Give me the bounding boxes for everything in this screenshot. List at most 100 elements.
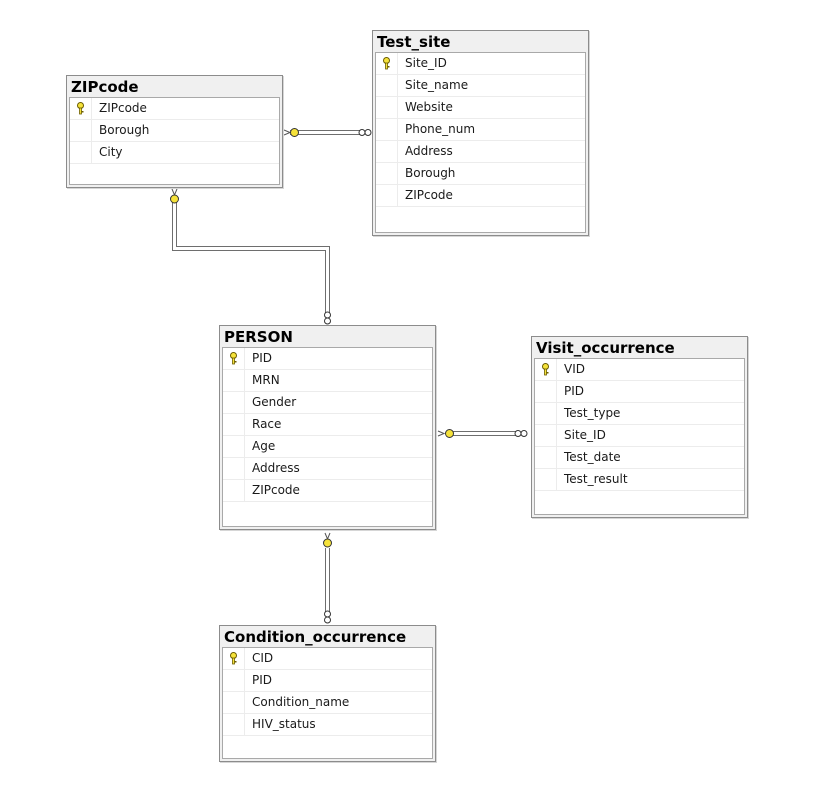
row-selector — [70, 98, 92, 119]
many-end-infinity-icon — [514, 430, 522, 437]
column-name: Address — [252, 461, 300, 475]
column-row[interactable]: ZIPcode — [70, 98, 279, 120]
column-name: Condition_name — [252, 695, 350, 709]
column-name: Phone_num — [405, 122, 476, 136]
table-condition-occurrence[interactable]: Condition_occurrence CID PID Condition_n… — [219, 625, 436, 762]
primary-key-icon — [383, 57, 390, 70]
relationship-zipcode-testsite[interactable] — [283, 128, 372, 137]
row-selector — [223, 436, 245, 457]
column-name: Borough — [405, 166, 456, 180]
primary-key-icon — [542, 363, 549, 376]
column-name: Address — [405, 144, 453, 158]
column-name: ZIPcode — [405, 188, 453, 202]
column-row[interactable]: PID — [223, 670, 432, 692]
column-row[interactable]: Site_ID — [535, 425, 744, 447]
one-end-key-icon — [290, 128, 299, 137]
row-selector — [223, 670, 245, 691]
table-title: Test_site — [377, 33, 451, 51]
row-selector — [535, 425, 557, 446]
column-name: Race — [252, 417, 282, 431]
column-name: ZIPcode — [252, 483, 300, 497]
row-selector — [223, 692, 245, 713]
table-title: ZIPcode — [71, 78, 139, 96]
column-row[interactable]: Borough — [376, 163, 585, 185]
column-row[interactable]: ZIPcode — [223, 480, 432, 502]
primary-key-icon — [230, 352, 237, 365]
table-person[interactable]: PERSON PID MRN Gender Race Age Address Z… — [219, 325, 436, 530]
column-name: Borough — [99, 123, 150, 137]
relationship-person-condition[interactable] — [323, 532, 332, 624]
column-name: Age — [252, 439, 276, 453]
one-end-key-icon — [323, 538, 332, 548]
many-end-infinity-icon — [520, 430, 528, 437]
table-zipcode[interactable]: ZIPcode ZIPcode Borough City — [66, 75, 283, 188]
column-name: Test_type — [564, 406, 621, 420]
column-row[interactable]: Condition_name — [223, 692, 432, 714]
column-name: PID — [564, 384, 585, 398]
row-selector — [535, 447, 557, 468]
row-selector — [223, 648, 245, 669]
one-end-key-icon — [170, 194, 179, 204]
column-name: ZIPcode — [99, 101, 147, 115]
table-test-site[interactable]: Test_site Site_ID Site_name Website Phon… — [372, 30, 589, 236]
column-name: Test_result — [564, 472, 628, 486]
column-row[interactable]: VID — [535, 359, 744, 381]
relationship-zipcode-person[interactable] — [170, 188, 331, 325]
many-end-infinity-icon — [324, 616, 331, 624]
row-selector — [376, 185, 398, 206]
column-row[interactable]: Address — [223, 458, 432, 480]
column-name: Gender — [252, 395, 297, 409]
column-row[interactable]: MRN — [223, 370, 432, 392]
row-selector — [535, 403, 557, 424]
row-selector — [70, 142, 92, 163]
column-row[interactable]: Site_name — [376, 75, 585, 97]
column-row[interactable]: Website — [376, 97, 585, 119]
column-row[interactable]: PID — [535, 381, 744, 403]
row-selector — [376, 119, 398, 140]
column-name: CID — [252, 651, 274, 665]
column-name: VID — [564, 362, 585, 376]
table-title: PERSON — [224, 328, 293, 346]
many-end-infinity-icon — [324, 317, 331, 325]
column-name: Site_name — [405, 78, 469, 92]
table-visit-occurrence[interactable]: Visit_occurrence VID PID Test_type Site_… — [531, 336, 748, 518]
row-selector — [376, 141, 398, 162]
row-selector — [223, 348, 245, 369]
column-row[interactable]: ZIPcode — [376, 185, 585, 207]
column-row[interactable]: Site_ID — [376, 53, 585, 75]
column-name: Site_ID — [405, 56, 447, 70]
row-selector — [223, 714, 245, 735]
column-name: Website — [405, 100, 453, 114]
column-list: VID PID Test_type Site_ID Test_date Test… — [534, 358, 745, 515]
primary-key-icon — [77, 102, 84, 115]
column-row[interactable]: City — [70, 142, 279, 164]
column-list: ZIPcode Borough City — [69, 97, 280, 185]
column-name: City — [99, 145, 123, 159]
column-row[interactable]: Test_result — [535, 469, 744, 491]
column-name: Site_ID — [564, 428, 606, 442]
column-row[interactable]: Borough — [70, 120, 279, 142]
column-row[interactable]: Phone_num — [376, 119, 585, 141]
relationship-person-visit[interactable] — [437, 429, 528, 438]
many-end-infinity-icon — [324, 610, 331, 618]
many-end-infinity-icon — [358, 129, 366, 136]
column-list: PID MRN Gender Race Age Address ZIPcode — [222, 347, 433, 527]
column-row[interactable]: Address — [376, 141, 585, 163]
column-row[interactable]: CID — [223, 648, 432, 670]
column-row[interactable]: Race — [223, 414, 432, 436]
column-row[interactable]: Test_type — [535, 403, 744, 425]
many-end-infinity-icon — [364, 129, 372, 136]
column-row[interactable]: HIV_status — [223, 714, 432, 736]
column-row[interactable]: PID — [223, 348, 432, 370]
row-selector — [223, 370, 245, 391]
column-name: Test_date — [564, 450, 621, 464]
column-name: MRN — [252, 373, 280, 387]
column-row[interactable]: Test_date — [535, 447, 744, 469]
column-row[interactable]: Age — [223, 436, 432, 458]
column-name: HIV_status — [252, 717, 316, 731]
table-title: Condition_occurrence — [224, 628, 407, 646]
row-selector — [535, 381, 557, 402]
column-row[interactable]: Gender — [223, 392, 432, 414]
row-selector — [376, 53, 398, 74]
